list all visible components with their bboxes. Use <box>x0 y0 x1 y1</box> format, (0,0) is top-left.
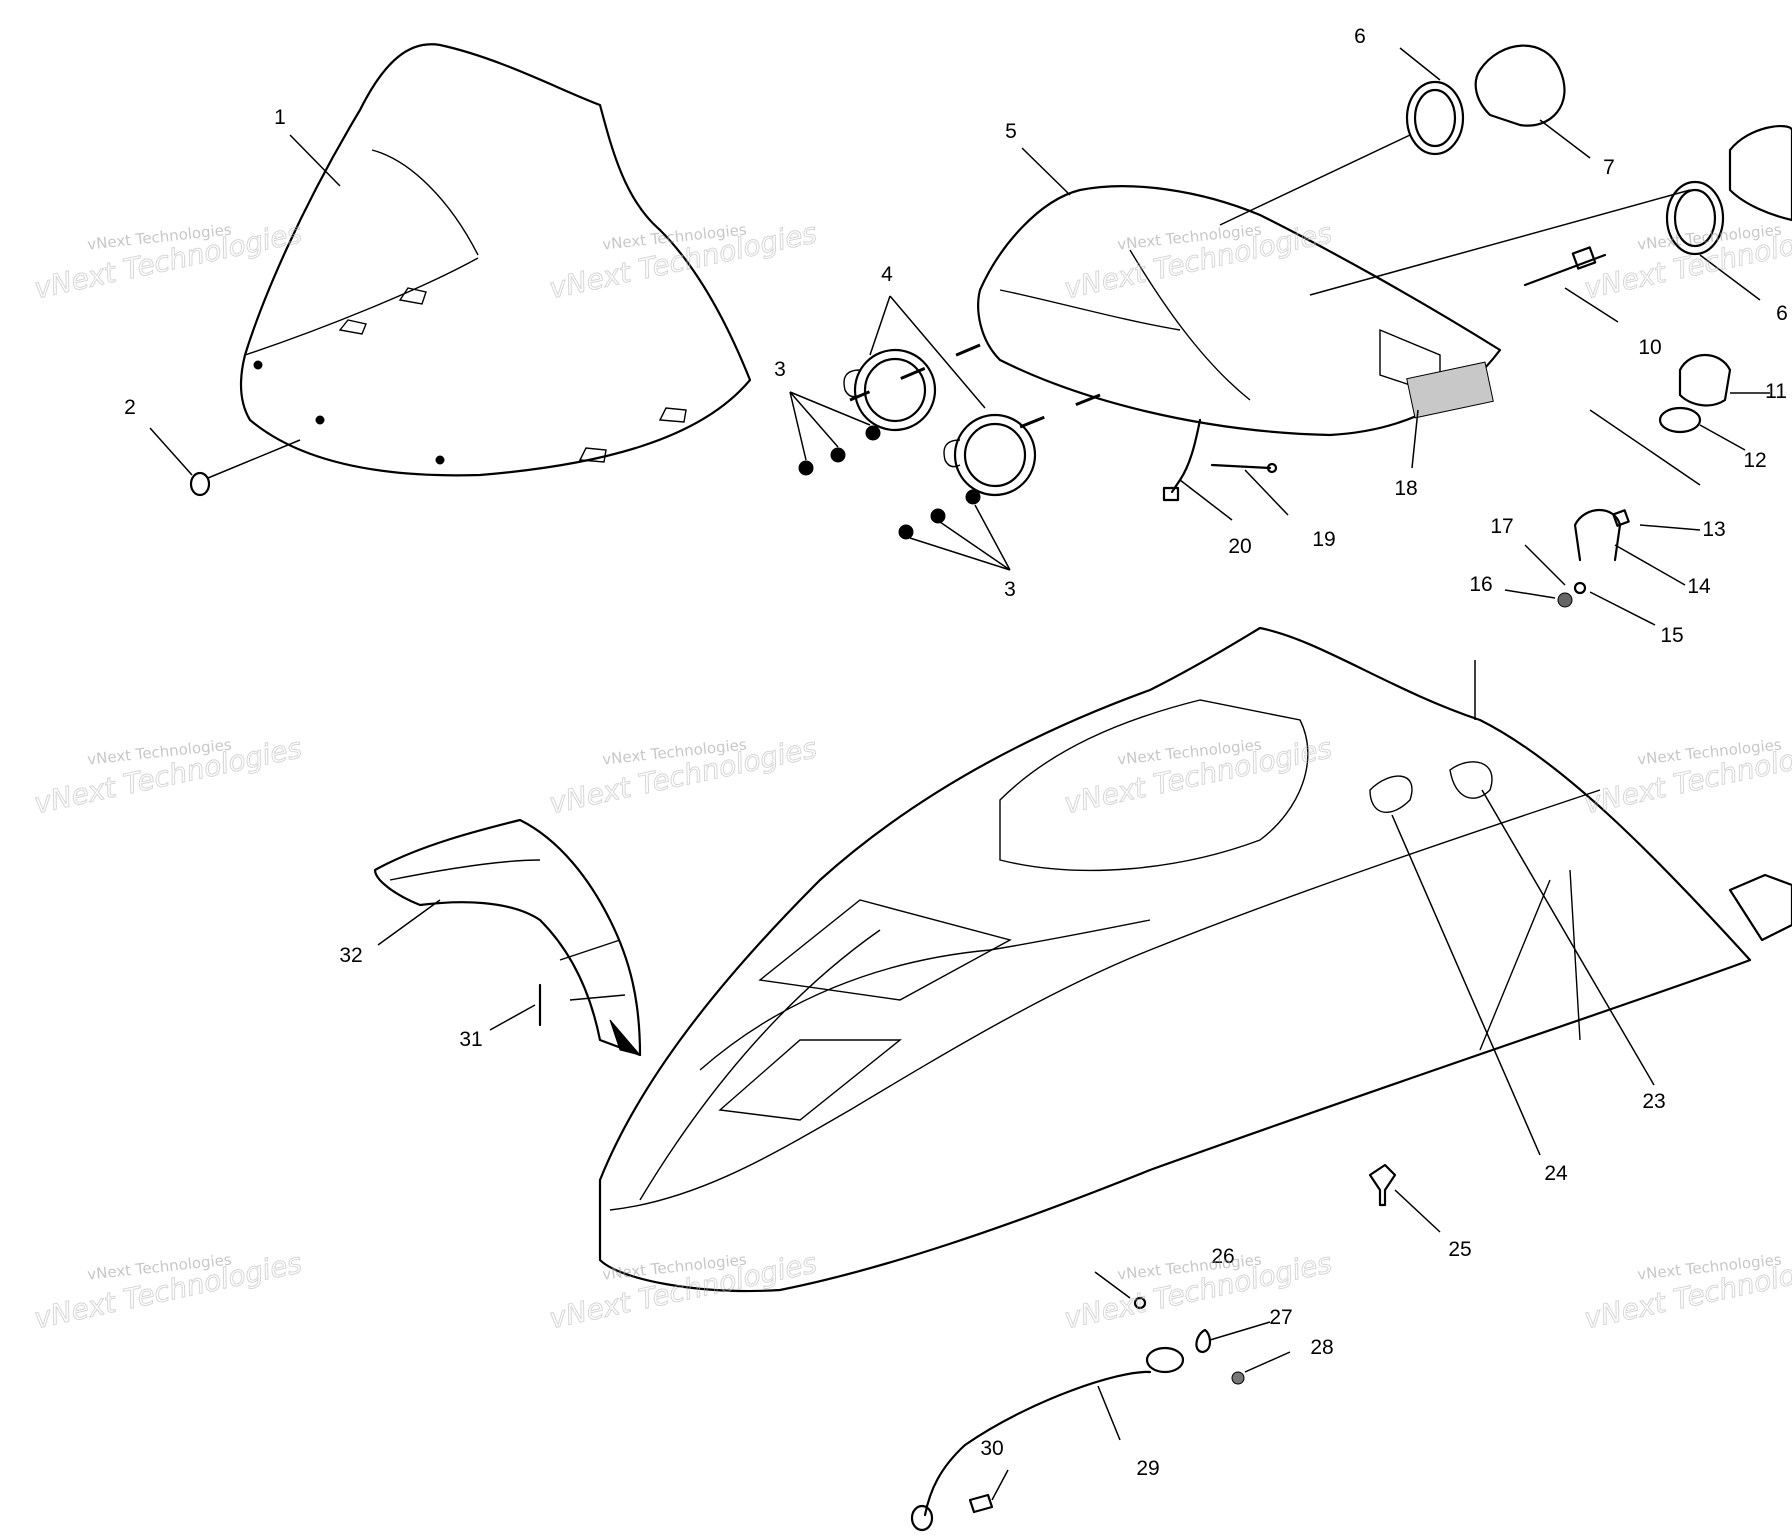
callout-15: 15 <box>1660 624 1683 647</box>
callout-25: 25 <box>1448 1238 1471 1261</box>
callout-2: 2 <box>124 396 136 419</box>
callout-13: 13 <box>1702 518 1725 541</box>
windshield-part <box>239 43 752 477</box>
small-hardware-parts <box>1523 246 1732 608</box>
hood-part <box>598 626 1752 1293</box>
leader-25 <box>1394 1189 1441 1233</box>
callout-32: 32 <box>339 944 362 967</box>
wiring-and-bolt-parts <box>1162 418 1278 502</box>
callout-5: 5 <box>1005 120 1017 143</box>
callout-17: 17 <box>1490 515 1513 538</box>
callout-6: 6 <box>1354 25 1366 48</box>
leader-17 <box>1524 544 1566 586</box>
callout-28: 28 <box>1310 1336 1333 1359</box>
headlight-ring-parts <box>843 348 1037 497</box>
callout-1: 1 <box>274 106 286 129</box>
instrument-pod-part <box>977 185 1502 437</box>
callout-26: 26 <box>1211 1245 1234 1268</box>
callout-11: 11 <box>1765 380 1787 403</box>
callout-29: 29 <box>1136 1457 1159 1480</box>
callout-16: 16 <box>1469 573 1492 596</box>
callout-numbers: 1233456761011121314151617181920232425262… <box>124 25 1788 1480</box>
gauge-parts <box>1405 44 1792 256</box>
callout-20: 20 <box>1228 535 1251 558</box>
callout-23: 23 <box>1642 1090 1665 1113</box>
gauge-axis-lines <box>1219 134 1691 296</box>
clip-part <box>1368 1163 1397 1207</box>
leader-7 <box>1539 119 1591 159</box>
callout-27: 27 <box>1269 1306 1292 1329</box>
leader-13 <box>1639 524 1701 531</box>
leader-1 <box>289 134 341 187</box>
leader-26 <box>1094 1271 1131 1299</box>
leader-28 <box>1244 1351 1291 1373</box>
callout-6: 6 <box>1776 302 1788 325</box>
callout-19: 19 <box>1312 528 1335 551</box>
leader-3b <box>909 504 1011 571</box>
callout-18: 18 <box>1394 477 1417 500</box>
leader-24 <box>1391 814 1541 1156</box>
callout-31: 31 <box>459 1028 482 1051</box>
callout-10: 10 <box>1638 336 1661 359</box>
leader-23 <box>1481 789 1655 1086</box>
leader-6b <box>1699 254 1761 301</box>
push-rivet-part <box>189 439 301 497</box>
hardware-axis-line <box>1589 409 1701 486</box>
tether-cable-parts <box>910 1296 1245 1532</box>
leader-32 <box>377 899 441 946</box>
leader-2 <box>149 427 193 476</box>
leader-27 <box>1209 1321 1271 1341</box>
leader-15 <box>1589 591 1656 626</box>
leader-6a <box>1399 47 1441 81</box>
callout-3: 3 <box>774 358 786 381</box>
bracket-part <box>1728 873 1792 942</box>
callout-7: 7 <box>1603 156 1615 179</box>
leader-16 <box>1504 589 1556 599</box>
leader-20 <box>1179 479 1233 521</box>
leader-14 <box>1614 544 1686 586</box>
leader-10 <box>1564 287 1619 323</box>
leader-31 <box>489 1004 536 1031</box>
leader-18 <box>1411 409 1419 469</box>
callout-24: 24 <box>1544 1162 1568 1185</box>
centerline-dashes <box>849 343 1101 437</box>
callout-30: 30 <box>980 1437 1003 1460</box>
leader-30 <box>991 1469 1009 1501</box>
leader-19 <box>1244 469 1289 516</box>
leader-4a <box>869 295 891 356</box>
leader-29 <box>1097 1385 1121 1441</box>
nut-parts <box>798 425 981 540</box>
callout-12: 12 <box>1743 449 1766 472</box>
callout-14: 14 <box>1687 575 1711 598</box>
leader-3a <box>789 391 871 461</box>
callout-4: 4 <box>881 263 893 286</box>
callout-3: 3 <box>1004 578 1016 601</box>
leader-12 <box>1699 424 1746 451</box>
leader-4b <box>889 295 986 409</box>
air-duct-part <box>373 818 642 1057</box>
leader-5 <box>1021 147 1071 196</box>
